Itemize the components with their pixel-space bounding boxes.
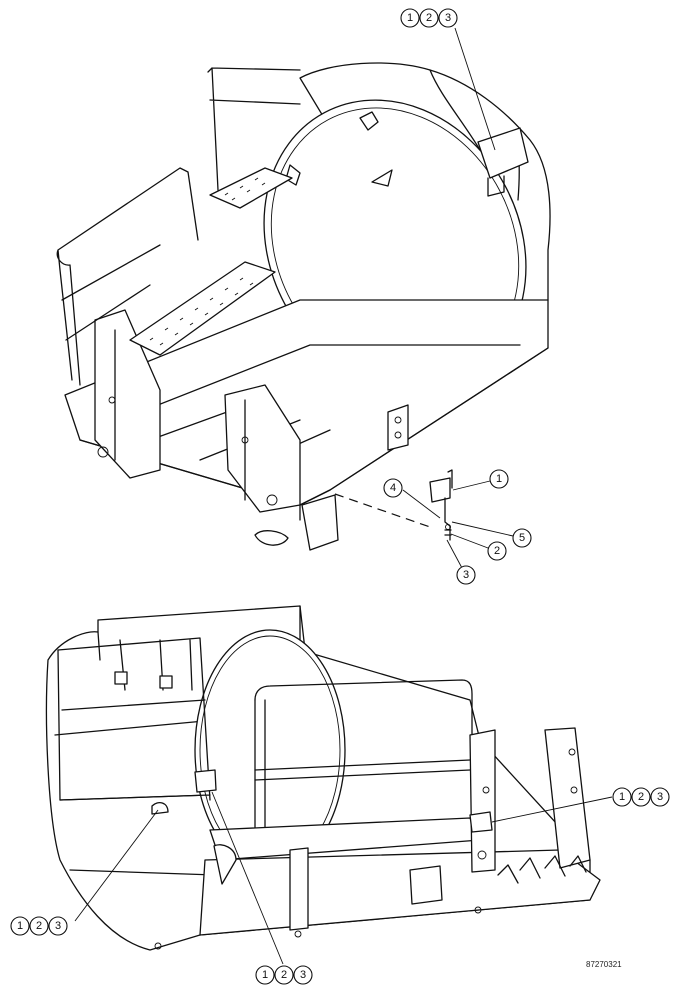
callout-top-2: 2 xyxy=(426,12,432,24)
callout-detail-2: 2 xyxy=(487,541,507,561)
reference-number: 87270321 xyxy=(586,960,622,969)
callout-br-3: 3 xyxy=(657,791,663,803)
bracket-detail xyxy=(402,469,514,569)
callout-detail-1-label: 1 xyxy=(496,473,502,485)
callout-detail-3: 3 xyxy=(456,565,476,585)
callout-detail-3-label: 3 xyxy=(463,569,469,581)
callout-group-bottom-left: 1 2 3 xyxy=(10,916,68,936)
callout-detail-1: 1 xyxy=(489,469,509,489)
callout-bc-1: 1 xyxy=(262,969,268,981)
step-perforations-lower xyxy=(149,277,254,346)
callout-top-1: 1 xyxy=(407,12,413,24)
callout-group-bottom-right: 1 2 3 xyxy=(612,787,670,807)
callout-detail-5-label: 5 xyxy=(519,532,525,544)
callout-detail-2-label: 2 xyxy=(494,545,500,557)
top-machine-view xyxy=(56,62,551,551)
callout-bl-2: 2 xyxy=(36,920,42,932)
callout-group-top: 1 2 3 xyxy=(400,8,458,28)
callout-bl-3: 3 xyxy=(55,920,61,932)
callout-group-bottom-center: 1 2 3 xyxy=(255,965,313,985)
callout-top-3: 3 xyxy=(445,12,451,24)
callout-detail-5: 5 xyxy=(512,528,532,548)
bottom-machine-view xyxy=(45,27,613,965)
callout-bc-2: 2 xyxy=(281,969,287,981)
callout-br-1: 1 xyxy=(619,791,625,803)
callout-bc-3: 3 xyxy=(300,969,306,981)
callout-br-2: 2 xyxy=(638,791,644,803)
callout-detail-4-label: 4 xyxy=(390,482,396,494)
callout-detail-4: 4 xyxy=(383,478,403,498)
callout-bl-1: 1 xyxy=(17,920,23,932)
